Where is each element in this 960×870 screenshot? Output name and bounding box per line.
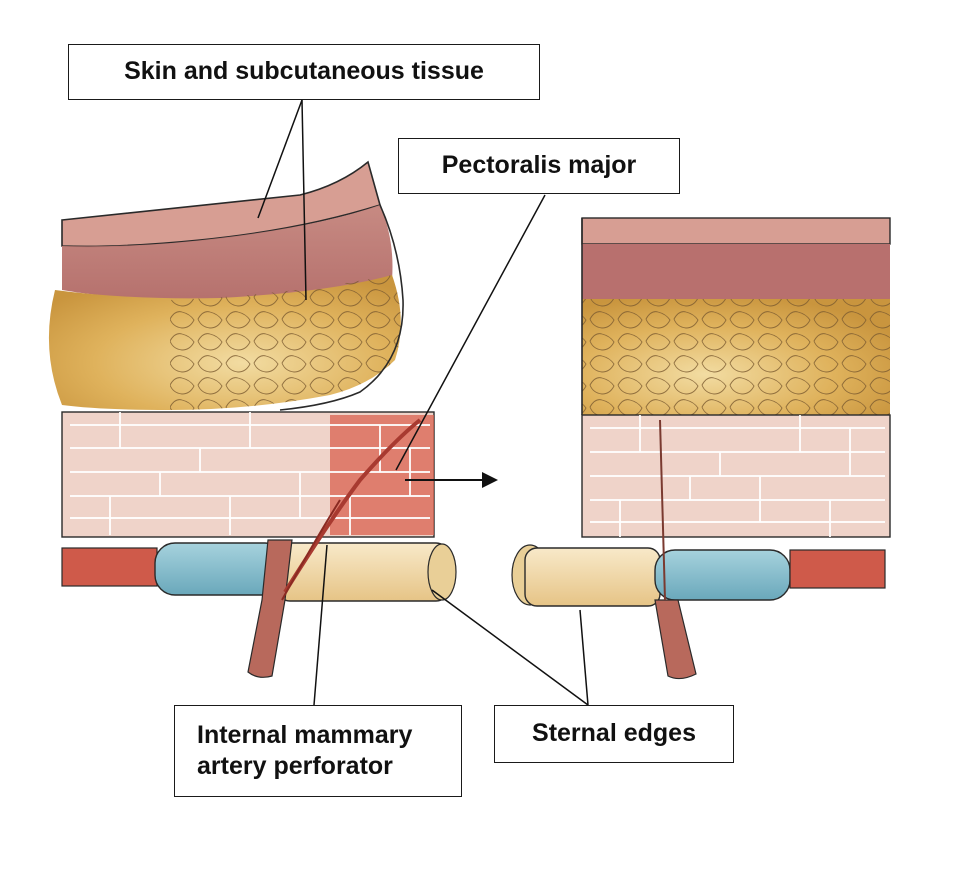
label-imap-line1: Internal mammary [197, 720, 413, 749]
leader-lines [257, 99, 589, 706]
label-sternal-edges-text: Sternal edges [532, 719, 696, 748]
label-imap-line2: artery perforator [197, 752, 393, 780]
left-internal-mammary-artery [247, 418, 422, 678]
label-sternal-edges: Sternal edges [494, 705, 734, 763]
right-internal-mammary-artery [654, 419, 697, 680]
right-ribs [511, 544, 886, 607]
left-ribs [61, 542, 457, 602]
label-skin-subcutaneous: Skin and subcutaneous tissue [68, 44, 540, 100]
right-pectoralis-muscle [581, 414, 891, 538]
retraction-arrow [405, 472, 498, 488]
left-skin-flap [48, 160, 404, 411]
label-pectoralis-major-text: Pectoralis major [441, 151, 637, 180]
right-skin-flap [581, 217, 891, 415]
label-internal-mammary-artery-perforator: Internal mammary artery perforator [174, 705, 462, 797]
label-skin-subcutaneous-text: Skin and subcutaneous tissue [124, 57, 484, 86]
label-pectoralis-major: Pectoralis major [398, 138, 680, 194]
left-pectoralis-muscle [61, 411, 435, 538]
